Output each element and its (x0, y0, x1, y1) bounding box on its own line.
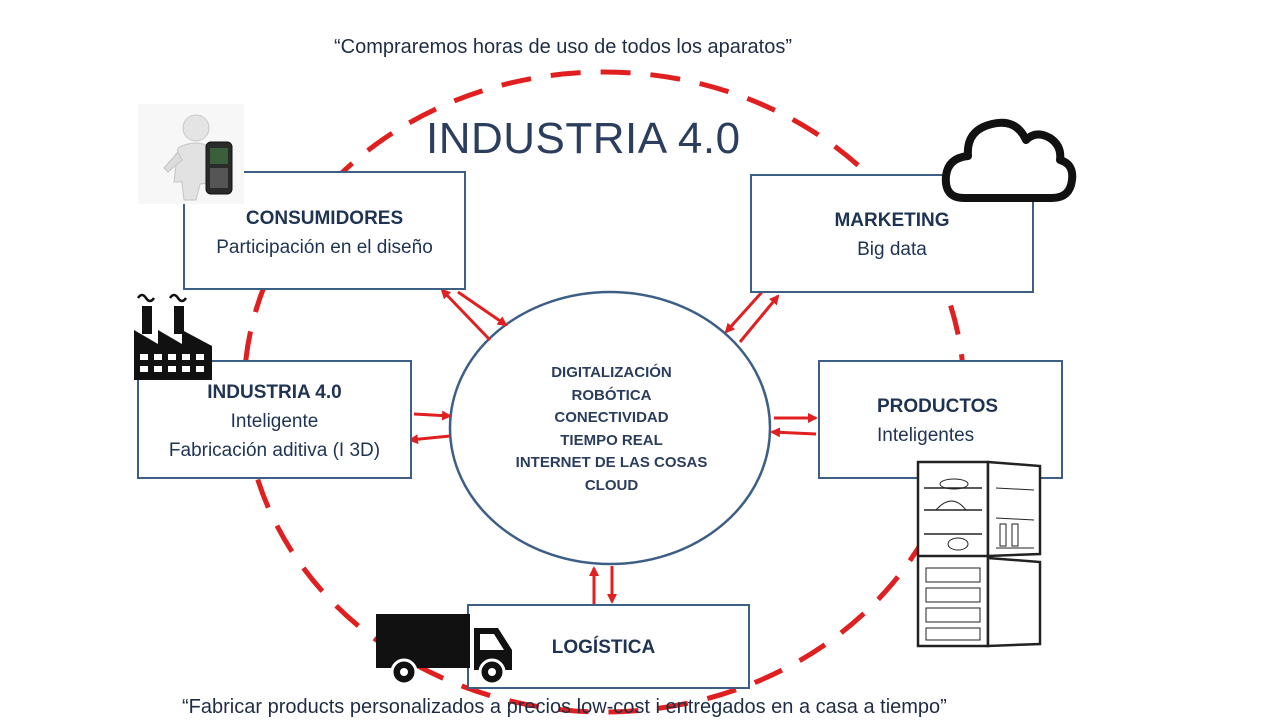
productos-title: PRODUCTOS (877, 396, 999, 417)
arrows-logistica (589, 566, 617, 604)
marketing-line: Big data (857, 239, 927, 260)
quote-bottom: “Fabricar products personalizados a prec… (182, 696, 947, 718)
person-with-phone-icon (138, 104, 244, 204)
center-item: TIEMPO REAL (560, 431, 663, 449)
center-item: INTERNET DE LAS COSAS (515, 454, 708, 472)
consumidores-title: CONSUMIDORES (245, 208, 404, 229)
center-item: CLOUD (584, 476, 639, 494)
industria-line-2: Fabricación aditiva (I 3D) (168, 440, 381, 461)
factory-icon (134, 293, 212, 380)
center-item: DIGITALIZACIÓN (551, 364, 672, 381)
consumidores-line: Participación en el diseño (216, 237, 433, 258)
box-consumidores: CONSUMIDORES Participación en el diseño (183, 171, 466, 290)
main-title: INDUSTRIA 4.0 (426, 114, 741, 163)
arrows-consumidores (440, 288, 508, 342)
arrows-productos (770, 413, 818, 438)
truck-icon (376, 614, 512, 686)
center-item: CONECTIVIDAD (554, 409, 669, 427)
center-technologies: DIGITALIZACIÓN ROBÓTICA CONECTIVIDAD TIE… (453, 362, 770, 498)
industria-line-1: Inteligente (230, 411, 319, 432)
arrows-marketing (724, 290, 780, 343)
center-item: ROBÓTICA (571, 386, 652, 404)
marketing-title: MARKETING (834, 210, 950, 231)
productos-line: Inteligentes (877, 425, 975, 446)
center-ellipse (448, 290, 772, 566)
refrigerator-icon (916, 460, 1042, 648)
arrows-industria (408, 410, 452, 445)
quote-top: “Compraremos horas de uso de todos los a… (334, 36, 793, 58)
box-productos: PRODUCTOS Inteligentes (818, 360, 1063, 479)
industria-title: INDUSTRIA 4.0 (207, 382, 342, 403)
cloud-icon (941, 118, 1077, 202)
logistica-title: LOGÍSTICA (551, 637, 656, 658)
